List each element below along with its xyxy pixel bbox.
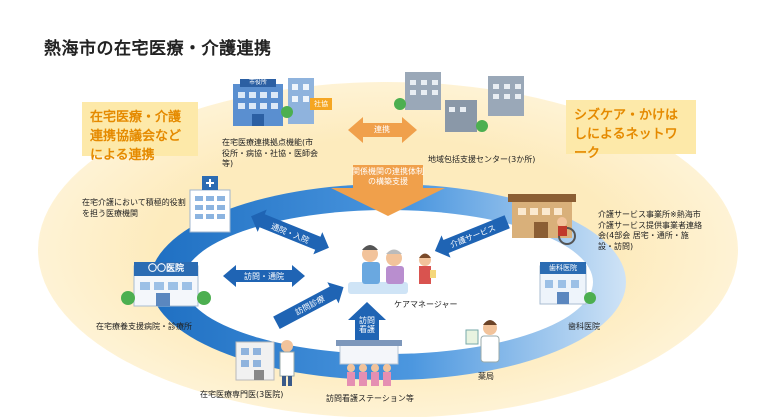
pharmacy-label: 薬局 [478, 372, 494, 381]
renkei-arrow [348, 117, 417, 143]
shakyo-sign: 社協 [314, 100, 328, 108]
homon-kango-arrow [348, 302, 386, 340]
renkei-arrow-label: 連携 [374, 125, 390, 134]
hospital-icon [189, 176, 231, 233]
community-center-icon [394, 72, 524, 132]
homon-tsuin-arrow-label: 訪問・通院 [244, 272, 284, 281]
dental-label: 歯科医院 [568, 322, 600, 331]
pharmacist-icon [465, 320, 500, 363]
clinic-sign: 〇〇医院 [147, 264, 184, 274]
acute-hospital-label: 在宅介護において積極的役割を担う医療機関 [82, 198, 186, 218]
support-arrow [331, 165, 445, 216]
home-doctor-icon [235, 340, 295, 386]
city-hall-icon [233, 79, 283, 126]
home-clinic-label: 在宅療養支援病院・診療所 [96, 322, 192, 331]
care-facility-icon [508, 194, 576, 245]
dental-sign: 歯科医院 [549, 264, 577, 272]
care-service-label: 介護サービス事業所※熱海市介護サービス提供事業者連絡会(4部会 居宅・通所・施設… [598, 210, 702, 251]
clinic-icon [121, 262, 211, 307]
home-doctor-label: 在宅医療専門医(3医院) [200, 390, 284, 399]
visit-nursing-icon [336, 340, 402, 386]
support-arrow-label: 関係機関の連携体制の構築支援 [352, 167, 424, 186]
city-hall-sign: 市役所 [248, 79, 267, 86]
kaigo-arrow [434, 215, 510, 258]
left-callout: 在宅医療・介護連携協議会などによる連携 [82, 102, 198, 163]
community-center-label: 地域包括支援センター(3か所) [428, 155, 536, 164]
homon-shinryo-arrow [273, 282, 344, 330]
city-hub-label: 在宅医療連携拠点機能(市役所・病協・社協・医師会等) [222, 138, 318, 168]
visit-nursing-label: 訪問看護ステーション等 [326, 394, 414, 403]
care-manager-label: ケアマネージャー [394, 300, 458, 309]
tsuin-arrow [251, 209, 329, 255]
dental-clinic-icon [539, 262, 596, 305]
patient-caregiver-icon [348, 245, 408, 294]
care-manager-icon [419, 253, 436, 284]
page-title: 熱海市の在宅医療・介護連携 [44, 39, 272, 59]
homon-kango-arrow-label: 訪問看護 [359, 316, 375, 334]
right-callout: シズケア・かけはしによるネットワーク [566, 100, 696, 161]
homon-tsuin-arrow [223, 265, 305, 287]
shakyo-building-icon [281, 78, 332, 124]
